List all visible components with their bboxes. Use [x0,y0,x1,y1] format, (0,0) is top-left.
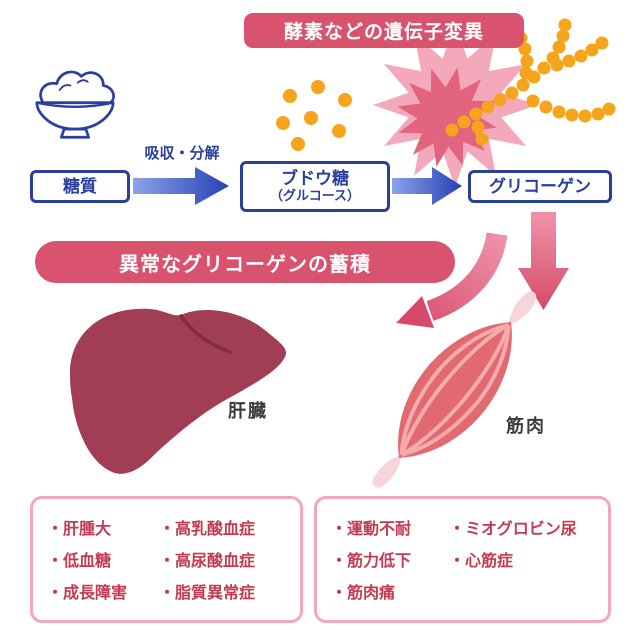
symptom-item: ・運動不耐 [331,511,449,543]
liver-symptoms-box: ・肝腫大 ・低血糖 ・成長障害 ・高乳酸血症 ・高尿酸血症 ・脂質異常症 [30,496,303,623]
liver-symptoms-col2: ・高乳酸血症 ・高尿酸血症 ・脂質異常症 [159,511,255,608]
symptom-label: 高尿酸血症 [175,553,256,570]
bullet: ・ [449,521,466,538]
sugar-box: 糖質 [30,170,130,203]
symptom-item: ・筋力低下 [331,543,449,575]
absorb-label: 吸収・分解 [144,145,220,162]
glycogen-molecules-icon [276,18,616,151]
starburst-icon [373,23,537,187]
glucose-label-line2: （グルコース） [269,187,361,203]
bullet: ・ [47,553,64,570]
glucose-box: ブドウ糖 （グルコース） [240,161,390,212]
mutation-banner-label: 酵素などの遺伝子変異 [283,22,484,43]
to-muscle-arrow-icon [518,212,569,310]
bullet: ・ [159,585,176,602]
muscle-symptoms-box: ・運動不耐 ・筋力低下 ・筋肉痛 ・ミオグロビン尿 ・心筋症 [314,496,611,623]
symptom-item: ・成長障害 [47,575,159,607]
liver-symptoms-col1: ・肝腫大 ・低血糖 ・成長障害 [47,511,159,608]
symptom-item: ・脂質異常症 [159,575,255,607]
symptom-label: 筋力低下 [347,553,412,570]
bullet: ・ [449,553,466,570]
bullet: ・ [331,553,348,570]
bullet: ・ [47,585,64,602]
muscle-icon [372,291,537,488]
symptom-label: 運動不耐 [347,521,412,538]
to-liver-arrow-icon [396,232,508,328]
muscle-symptoms-col1: ・運動不耐 ・筋力低下 ・筋肉痛 [331,511,449,608]
bullet: ・ [331,585,348,602]
muscle-symptoms-col2: ・ミオグロビン尿 ・心筋症 [449,511,577,608]
liver-label: 肝臓 [228,401,268,421]
convert-arrow-icon [392,167,462,205]
symptom-item: ・筋肉痛 [331,575,449,607]
symptom-label: 心筋症 [465,553,514,570]
mutation-banner: 酵素などの遺伝子変異 [244,13,524,48]
symptom-item: ・高乳酸血症 [159,511,255,543]
symptom-item: ・心筋症 [449,543,577,575]
bullet: ・ [159,521,176,538]
liver-icon [70,308,287,474]
symptom-label: 高乳酸血症 [175,521,256,538]
symptom-label: 低血糖 [63,553,112,570]
glucose-label-line1: ブドウ糖 [281,169,349,189]
symptom-item: ・ミオグロビン尿 [449,511,577,543]
sugar-label: 糖質 [63,176,97,196]
symptom-item: ・肝腫大 [47,511,159,543]
absorb-arrow-icon [133,167,229,205]
bullet: ・ [331,521,348,538]
bullet: ・ [159,553,176,570]
accumulation-banner-label: 異常なグリコーゲンの蓄積 [119,253,371,276]
bullet: ・ [47,521,64,538]
symptom-item: ・低血糖 [47,543,159,575]
symptom-item: ・高尿酸血症 [159,543,255,575]
symptom-label: 脂質異常症 [175,585,256,602]
glycogen-label: グリコーゲン [489,176,591,196]
symptom-label: 肝腫大 [63,521,112,538]
symptom-label: 筋肉痛 [347,585,396,602]
rice-bowl-icon [35,70,115,139]
accumulation-banner: 異常なグリコーゲンの蓄積 [35,241,455,283]
muscle-label: 筋肉 [506,416,546,436]
symptom-label: 成長障害 [63,585,128,602]
glycogen-box: グリコーゲン [468,170,612,203]
symptom-label: ミオグロビン尿 [465,521,577,538]
